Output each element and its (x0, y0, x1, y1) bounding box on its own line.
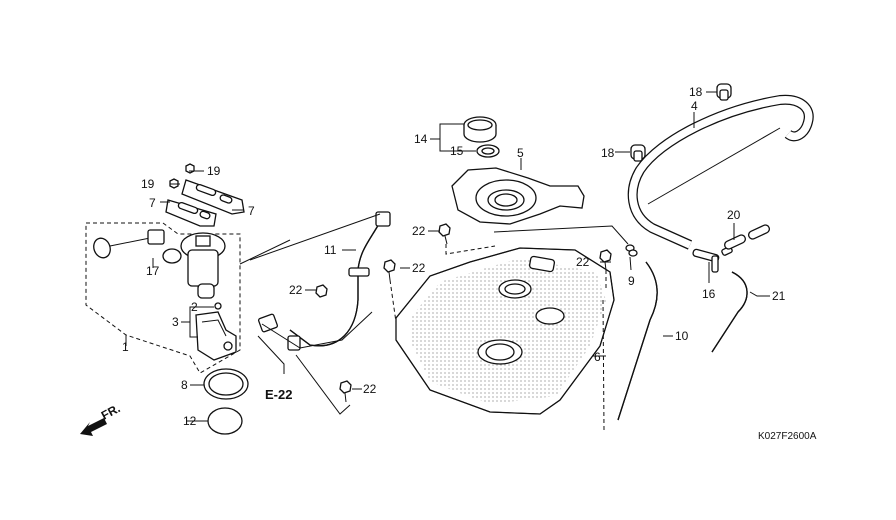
fuel-feed-hose-group (249, 211, 391, 351)
filler-neck-cover-part (451, 167, 585, 225)
three-way-joint-part (692, 246, 733, 273)
callout-6: 6 (594, 350, 601, 364)
bolt-part (339, 380, 352, 403)
callout-labels: 1 2 3 4 5 6 7 7 8 9 10 11 12 14 15 16 17… (122, 85, 786, 428)
hose-bracket (287, 335, 301, 351)
breather-hose-group (617, 94, 814, 421)
nut-icon (185, 163, 195, 174)
fuel-pump-part (180, 232, 226, 299)
front-direction-arrow-icon: FR. (80, 401, 122, 436)
callout-22-a: 22 (412, 224, 426, 238)
callout-9: 9 (628, 274, 635, 288)
bracket-upper (181, 179, 245, 215)
callout-5: 5 (517, 146, 524, 160)
callout-7-right: 7 (248, 204, 255, 218)
callout-4: 4 (691, 99, 698, 113)
callout-21: 21 (772, 289, 786, 303)
fuel-cap-part (463, 116, 497, 143)
nut-part (214, 302, 222, 310)
bolt-part (599, 249, 612, 271)
pump-group-outline (85, 222, 241, 374)
fuel-unit-part (93, 229, 182, 264)
packing-ring (207, 407, 243, 435)
fuel-pump-group (85, 163, 249, 435)
callout-22-c: 22 (289, 283, 303, 297)
joint-part (625, 244, 638, 257)
callout-16: 16 (702, 287, 716, 301)
callout-12: 12 (183, 414, 197, 428)
bolt-part (315, 284, 328, 298)
callout-3: 3 (172, 315, 179, 329)
clip-part-upper (716, 83, 732, 101)
callout-19-lower: 19 (141, 177, 155, 191)
figure-code: K027F2600A (758, 431, 817, 442)
hose-connector-bottom (258, 313, 278, 333)
callout-22-d: 22 (363, 382, 377, 396)
hose-clamp (348, 267, 370, 277)
fuel-tank-part (395, 247, 615, 415)
reference-link[interactable]: E-22 (265, 387, 292, 402)
callout-18-lower: 18 (601, 146, 615, 160)
callout-14: 14 (414, 132, 428, 146)
callout-2: 2 (191, 300, 198, 314)
callout-11: 11 (324, 243, 337, 257)
tube-part-b (748, 224, 770, 240)
clip-part-lower (630, 144, 646, 162)
callout-8: 8 (181, 378, 188, 392)
callout-20: 20 (727, 208, 741, 222)
callout-18-upper: 18 (689, 85, 703, 99)
callout-leaders (125, 91, 770, 422)
callout-17: 17 (146, 264, 160, 278)
callout-1: 1 (122, 340, 129, 354)
bolt-part (438, 223, 451, 245)
callout-22-e: 22 (576, 255, 590, 269)
tube-part-a (724, 234, 746, 250)
callout-22-b: 22 (412, 261, 426, 275)
callout-19-upper: 19 (207, 164, 221, 178)
setting-plate-inner (208, 372, 244, 396)
bolt-part (383, 259, 396, 281)
hose-connector-top (375, 211, 391, 227)
callout-15: 15 (450, 144, 464, 158)
callout-10: 10 (675, 329, 689, 343)
filter-part (195, 311, 237, 361)
bracket-lower (165, 199, 217, 227)
callout-7-left: 7 (149, 196, 156, 210)
